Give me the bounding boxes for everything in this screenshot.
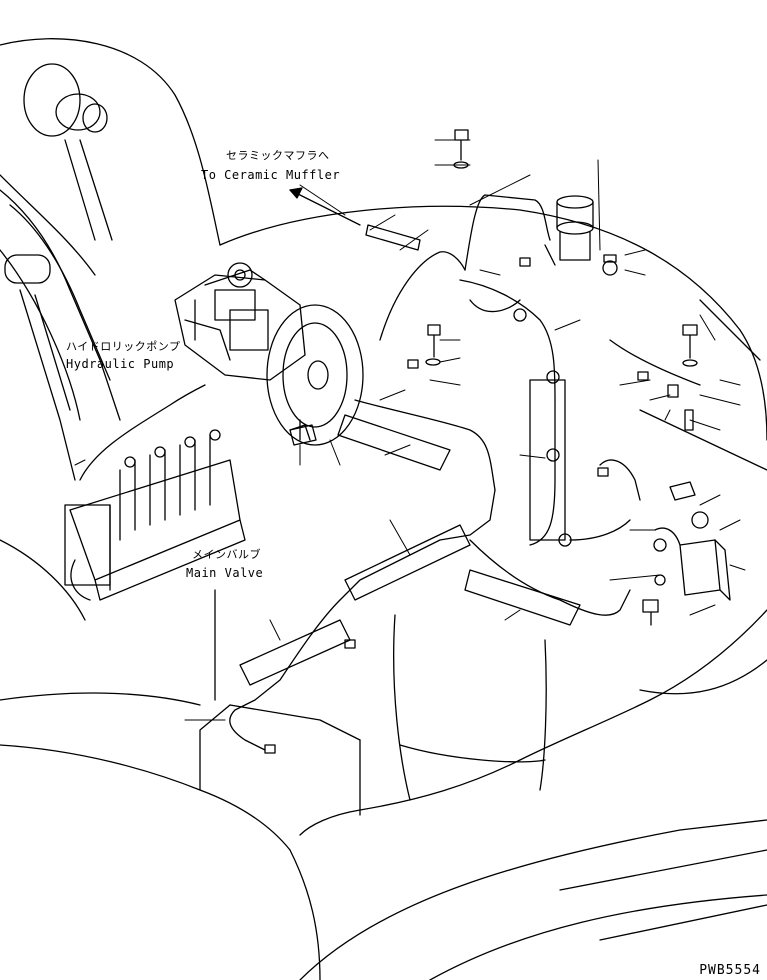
connectors bbox=[264, 257, 694, 754]
callout-leaders bbox=[74, 139, 746, 721]
hydraulic-pump-label-jp: ハイドロリックポンプ bbox=[66, 340, 181, 353]
main-valve-label: Main Valve bbox=[186, 566, 264, 580]
ceramic-muffler-label-jp: セラミックマフラへ bbox=[226, 149, 330, 162]
main-valve-label-jp: メインバルブ bbox=[192, 548, 261, 561]
muffler-arrow bbox=[289, 187, 361, 226]
drawing-code: PWB5554 bbox=[699, 963, 761, 978]
hydraulic-pump bbox=[174, 262, 364, 446]
machine-body-outline bbox=[0, 38, 767, 980]
relay-box bbox=[654, 511, 731, 601]
bolts bbox=[289, 129, 698, 626]
sensor-cylinder bbox=[544, 195, 594, 266]
wire-harness bbox=[229, 194, 701, 751]
hydraulic-pump-label: Hydraulic Pump bbox=[66, 357, 175, 371]
ceramic-muffler-label: To Ceramic Muffler bbox=[201, 168, 341, 182]
main-valve bbox=[64, 384, 246, 601]
control-lever bbox=[23, 63, 113, 241]
handrail bbox=[0, 189, 121, 481]
clamp-plates bbox=[239, 379, 581, 686]
